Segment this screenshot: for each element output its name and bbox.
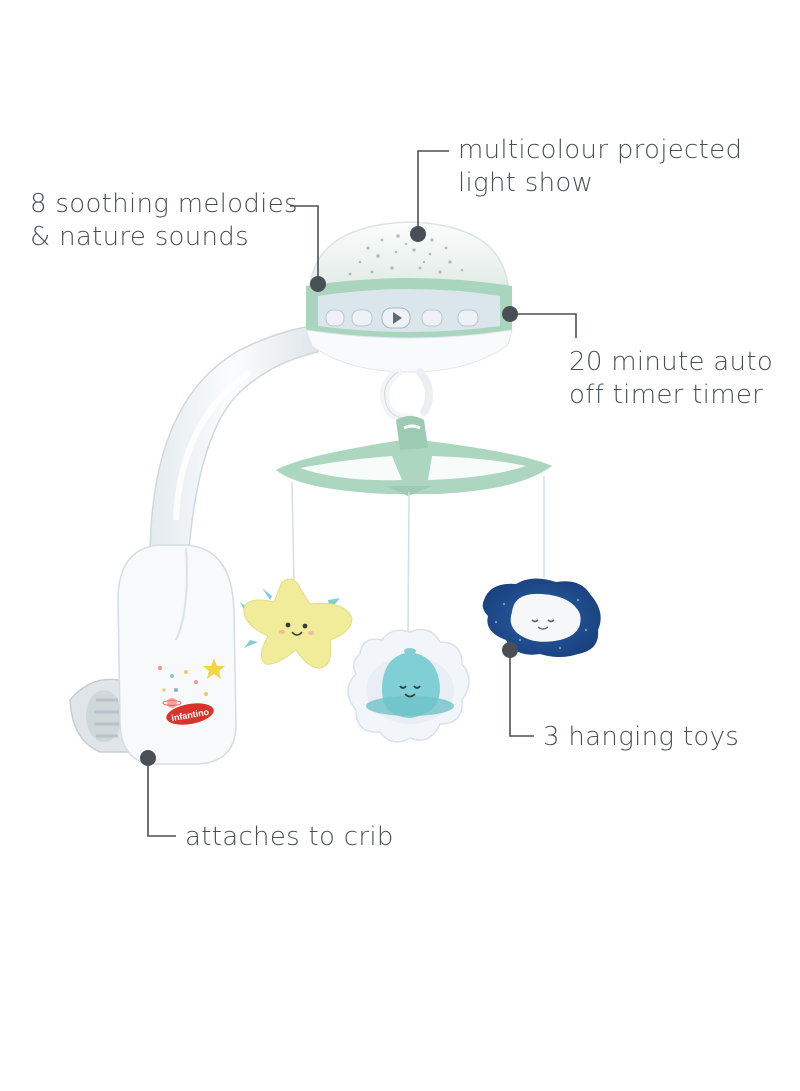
callout-timer-line1: 20 minute auto: [569, 347, 774, 377]
cloud-toy: [347, 628, 470, 743]
play-icon: [393, 312, 402, 324]
projector-unit: [305, 221, 513, 373]
callout-toys: 3 hanging toys: [543, 721, 739, 754]
star-toy: [240, 578, 353, 669]
callout-light-show: multicolour projected light show: [458, 134, 742, 200]
moon-toy: [482, 578, 601, 657]
callout-timer: 20 minute auto off timer timer: [569, 346, 773, 412]
callout-melodies-line2: & nature sounds: [30, 222, 249, 252]
hanging-strings: [291, 476, 545, 637]
mobile-frame: [276, 416, 552, 496]
callout-melodies: 8 soothing melodies & nature sounds: [30, 188, 298, 254]
base-housing: infantino: [117, 544, 237, 765]
hanger-hook: [380, 367, 434, 423]
callout-crib-line1: attaches to crib: [185, 822, 394, 852]
control-buttons: [325, 307, 479, 329]
callout-light-show-line1: multicolour projected: [458, 135, 743, 165]
brand-logo: infantino: [166, 703, 214, 725]
callout-light-show-line2: light show: [458, 168, 594, 198]
callout-dots: [140, 226, 518, 766]
callout-crib: attaches to crib: [185, 821, 394, 854]
callout-melodies-line1: 8 soothing melodies: [30, 189, 298, 219]
callout-timer-line2: off timer timer: [569, 380, 764, 410]
callout-toys-line1: 3 hanging toys: [543, 722, 740, 752]
callout-lines: [147, 150, 577, 837]
